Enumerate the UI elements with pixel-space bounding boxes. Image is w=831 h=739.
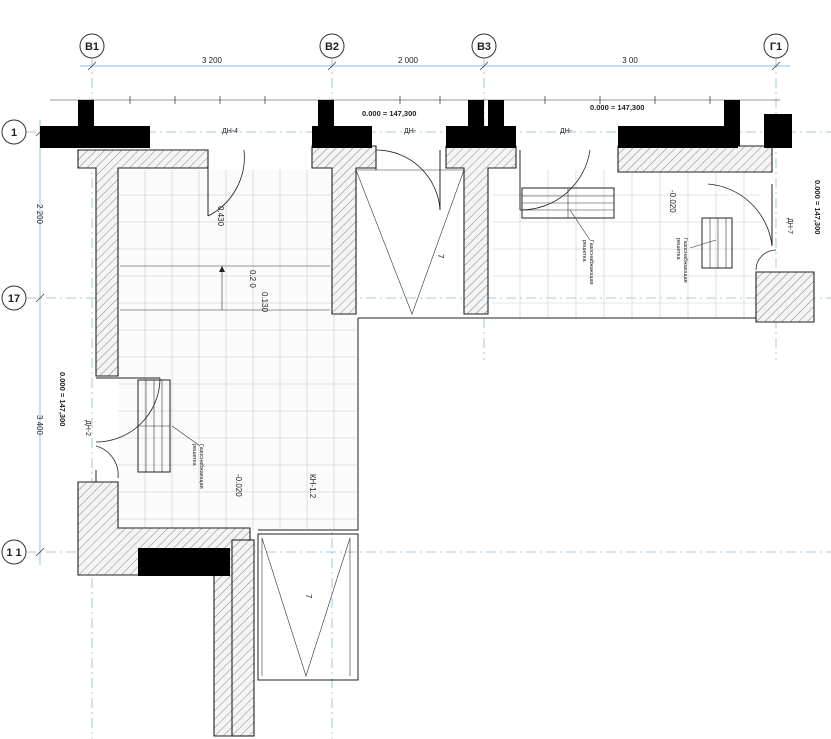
dim-top-1: 3 200 [202, 56, 223, 65]
svg-text:1 1: 1 1 [6, 547, 21, 559]
equipment-label-top: Газоснабжающая решетка [581, 240, 594, 285]
door-label-5: ДН-2 [84, 420, 91, 436]
stairs [261, 169, 465, 677]
door-label-1: ДН-4 [222, 128, 238, 135]
svg-text:17: 17 [8, 293, 20, 305]
svg-text:решетка: решетка [581, 240, 587, 262]
top-ruler [50, 96, 780, 104]
gas-grilles [137, 187, 733, 473]
axis-bubble-v1: В1 [79, 33, 105, 59]
spot-level-c: 0.130 [260, 292, 269, 313]
room-label-main: КН-1.2 [308, 474, 317, 499]
equipment-label-left: Газоснабжающая решетка [191, 444, 204, 489]
axis-bubble-g1: Г1 [763, 33, 789, 59]
top-dimension-line [80, 61, 790, 71]
door-label-4: ДН-7 [786, 218, 793, 234]
level-right: 0.000 = 147,300 [813, 180, 822, 234]
dim-left-1: 2 200 [35, 204, 44, 225]
level-top-right: 0.000 = 147,300 [590, 103, 644, 112]
room-outlines [257, 317, 760, 681]
columns [40, 100, 792, 576]
svg-text:Газоснабжающая: Газоснабжающая [198, 444, 204, 489]
room-label-stair-top: 7 [436, 254, 445, 259]
level-left: 0.000 = 147,300 [58, 372, 67, 426]
svg-text:В3: В3 [477, 41, 491, 53]
svg-text:В1: В1 [85, 41, 99, 53]
dim-top-3: 3 00 [622, 56, 638, 65]
floor-grid [118, 170, 760, 530]
axis-bubble-1-1: 1 1 [1, 539, 27, 565]
level-top-center: 0.000 = 147,300 [362, 109, 416, 118]
svg-text:Г1: Г1 [770, 41, 782, 53]
axis-bubble-v2: В2 [319, 33, 345, 59]
spot-level-b: 0.2 0 [248, 270, 257, 288]
dim-left-2: 3 400 [35, 415, 44, 436]
axis-bubble-1: 1 [1, 119, 27, 145]
spot-level-d: -0.020 [234, 474, 243, 497]
svg-text:Газоснабжающая: Газоснабжающая [682, 238, 688, 283]
axis-bubble-v3: В3 [471, 33, 497, 59]
equipment-label-right: Газоснабжающая решетка [675, 238, 688, 283]
svg-text:Газоснабжающая: Газоснабжающая [588, 240, 594, 285]
room-label-stair-bottom: 7 [304, 594, 313, 599]
level-marker [120, 265, 330, 311]
svg-text:решетка: решетка [675, 238, 681, 260]
spot-level-e: -0.020 [668, 190, 677, 213]
left-dimension-line [35, 120, 45, 565]
axis-bubble-17: 17 [1, 285, 27, 311]
svg-text:1: 1 [11, 127, 17, 139]
door-label-3: ДН- [560, 128, 573, 135]
doors [95, 149, 777, 482]
svg-text:решетка: решетка [191, 444, 197, 466]
dim-top-2: 2 000 [398, 56, 419, 65]
spot-level-a: 0.430 [216, 206, 225, 227]
door-label-2: ДН- [404, 128, 417, 135]
svg-text:В2: В2 [325, 41, 339, 53]
walls [77, 145, 815, 737]
